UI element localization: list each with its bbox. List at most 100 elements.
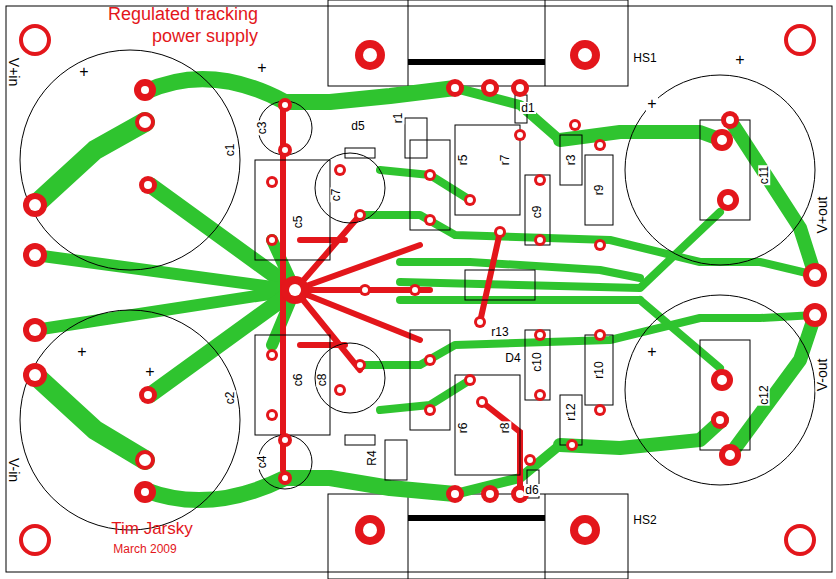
- solder-pad: [23, 363, 47, 387]
- silkscreen-label: V-out: [815, 358, 829, 393]
- silkscreen-label: c5: [292, 215, 304, 230]
- silkscreen-label: r3: [565, 154, 577, 167]
- drill-hole: [516, 490, 524, 498]
- drill-hole: [517, 132, 523, 138]
- solder-pad: [266, 349, 278, 361]
- drill-hole: [282, 437, 288, 443]
- solder-pad: [803, 263, 827, 287]
- solder-pad: [481, 79, 499, 97]
- solder-pad: [711, 369, 733, 391]
- silkscreen-label: c12: [758, 384, 770, 405]
- drill-hole: [144, 181, 152, 189]
- drill-hole: [363, 523, 377, 537]
- drill-hole: [726, 116, 734, 124]
- drill-hole: [467, 377, 473, 383]
- silkscreen-label: r9: [593, 184, 605, 197]
- solder-pad: [594, 404, 606, 416]
- solder-pad: [409, 284, 421, 296]
- solder-pad: [711, 411, 729, 429]
- drill-hole: [269, 412, 275, 418]
- silkscreen-label: HS2: [632, 514, 657, 526]
- solder-pad: [464, 374, 476, 386]
- solder-pad: [278, 98, 292, 112]
- drill-hole: [537, 392, 543, 398]
- solder-pad: [786, 26, 814, 54]
- silkscreen-label: V-in: [7, 457, 21, 483]
- solder-pad: [278, 433, 292, 447]
- solder-pad: [534, 234, 546, 246]
- solder-pad: [534, 389, 546, 401]
- drill-hole: [537, 177, 543, 183]
- solder-pad: [481, 485, 499, 503]
- solder-pad: [278, 471, 292, 485]
- solder-pad: [424, 404, 436, 416]
- silkscreen-label: c4: [256, 455, 268, 470]
- solder-pad: [514, 129, 526, 141]
- silkscreen-label: +: [734, 52, 745, 68]
- solder-pad: [266, 176, 278, 188]
- drill-hole: [537, 237, 543, 243]
- drill-hole: [337, 167, 343, 173]
- drill-hole: [569, 442, 575, 448]
- silkscreen-label: c9: [531, 205, 543, 220]
- solder-pad: [278, 143, 292, 157]
- drill-hole: [289, 284, 301, 296]
- solder-pad: [711, 129, 733, 151]
- silkscreen-label: c3: [256, 121, 268, 136]
- drill-hole: [716, 416, 724, 424]
- solder-pad: [594, 329, 606, 341]
- solder-pad: [139, 176, 157, 194]
- solder-pad: [719, 444, 741, 466]
- solder-pad: [424, 354, 436, 366]
- drill-hole: [269, 237, 275, 243]
- silkscreen-label: HS1: [632, 52, 657, 64]
- silkscreen-label: +: [256, 60, 267, 76]
- drill-hole: [269, 352, 275, 358]
- solder-pad: [424, 214, 436, 226]
- drill-hole: [578, 523, 592, 537]
- silkscreen-label: V+out: [815, 196, 829, 235]
- silkscreen-label: d1: [520, 102, 535, 114]
- solder-pad: [354, 359, 366, 371]
- solder-pad: [569, 119, 581, 131]
- drill-hole: [597, 242, 603, 248]
- solder-pad: [23, 243, 47, 267]
- drill-hole: [141, 86, 149, 94]
- solder-pad: [494, 226, 506, 238]
- drill-hole: [29, 249, 41, 261]
- drill-hole: [717, 375, 727, 385]
- drill-hole: [427, 217, 433, 223]
- solder-pad: [717, 189, 739, 211]
- author-note: March 2009: [112, 543, 177, 555]
- drill-hole: [597, 407, 603, 413]
- solder-pad: [355, 40, 385, 70]
- solder-pad: [266, 234, 278, 246]
- drill-hole: [282, 102, 288, 108]
- drill-hole: [467, 197, 473, 203]
- drill-hole: [357, 362, 363, 368]
- solder-pad: [534, 174, 546, 186]
- solder-pad: [334, 164, 346, 176]
- drill-hole: [282, 475, 288, 481]
- solder-pad: [23, 193, 47, 217]
- drill-hole: [144, 391, 152, 399]
- drill-hole: [427, 357, 433, 363]
- drill-hole: [537, 332, 543, 338]
- drill-hole: [362, 287, 368, 293]
- solder-pad: [721, 111, 739, 129]
- drill-hole: [29, 324, 41, 336]
- solder-pad: [511, 79, 529, 97]
- author-note: Tim Jarsky: [110, 520, 194, 537]
- silkscreen-label: r7: [499, 154, 511, 167]
- solder-pad: [23, 318, 47, 342]
- silkscreen-label: d5: [350, 120, 365, 132]
- solder-pad: [786, 526, 814, 554]
- solder-pad: [137, 114, 153, 130]
- drill-hole: [29, 369, 41, 381]
- drill-hole: [29, 199, 41, 211]
- solder-pad: [446, 79, 464, 97]
- silkscreen-label: r1: [392, 112, 404, 125]
- solder-pad: [137, 452, 153, 468]
- silkscreen-label: c2: [224, 391, 236, 406]
